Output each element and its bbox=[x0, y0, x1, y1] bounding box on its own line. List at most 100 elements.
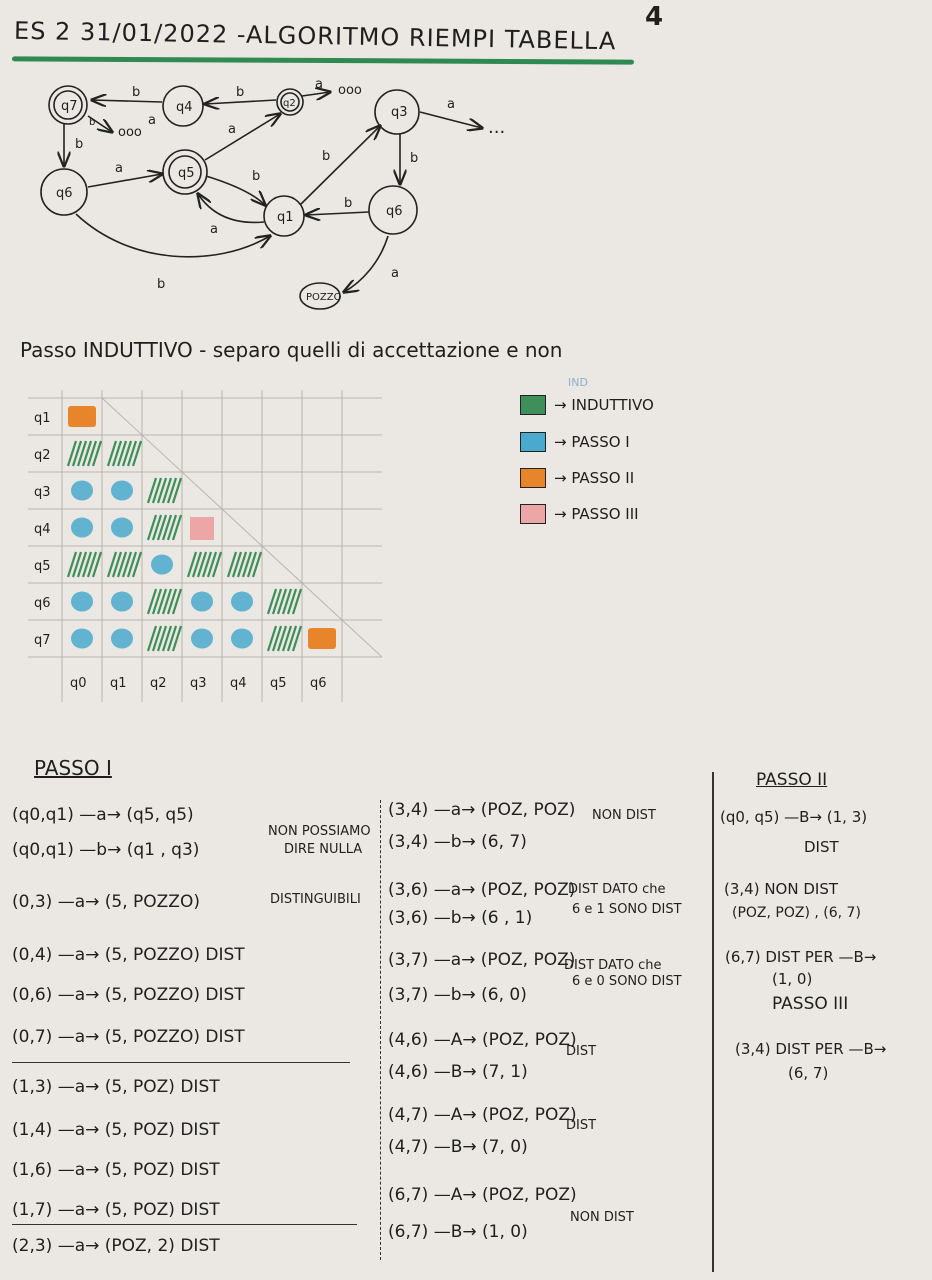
step-line: (3,6) —b→ (6 , 1) bbox=[388, 908, 533, 928]
cell-ind-hatch bbox=[161, 514, 173, 541]
step-line: (2,3) —a→ (POZ, 2) DIST bbox=[12, 1236, 220, 1256]
cell-ind-hatch bbox=[236, 551, 248, 578]
svg-text:b: b bbox=[89, 117, 95, 128]
cell-ind-hatch bbox=[131, 440, 143, 467]
passo3-title: PASSO III bbox=[772, 994, 849, 1014]
cell-ind-hatch bbox=[241, 551, 253, 578]
cell-ind-hatch bbox=[171, 588, 183, 615]
note: DIRE NULLA bbox=[284, 842, 363, 857]
svg-text:ooo: ooo bbox=[338, 83, 362, 98]
step-line: (6,7) DIST PER —B→ bbox=[725, 948, 877, 966]
legend-item-passo2: → PASSO II bbox=[520, 468, 634, 488]
note: 6 e 1 SONO DIST bbox=[572, 902, 682, 917]
state-q4 bbox=[162, 85, 204, 127]
cell-ind-hatch bbox=[116, 440, 128, 467]
cell-ind-hatch bbox=[286, 588, 298, 615]
cell-ind-hatch bbox=[121, 440, 133, 467]
step-line: (1, 0) bbox=[772, 970, 813, 988]
svg-text:q4: q4 bbox=[176, 100, 193, 115]
step-line: (1,4) —a→ (5, POZ) DIST bbox=[12, 1120, 220, 1140]
cell-ind-hatch bbox=[121, 551, 133, 578]
cell-ind-hatch bbox=[151, 588, 163, 615]
legend-label-passo3: → PASSO III bbox=[554, 505, 639, 523]
step-line: (3,6) —a→ (POZ, POZ) bbox=[388, 880, 576, 900]
note: DIST bbox=[566, 1044, 597, 1059]
cell-passo1 bbox=[111, 628, 133, 649]
legend-swatch-passo1 bbox=[520, 432, 546, 452]
col-label: q1 bbox=[110, 676, 127, 691]
cell-ind-hatch bbox=[71, 551, 83, 578]
cell-passo1 bbox=[111, 591, 133, 612]
state-pozzo bbox=[299, 282, 341, 310]
row-label: q2 bbox=[34, 448, 51, 463]
svg-text:ooo: ooo bbox=[118, 125, 142, 140]
cell-ind-hatch bbox=[156, 477, 168, 504]
cell-ind-hatch bbox=[251, 551, 263, 578]
step-line: (6, 7) bbox=[788, 1064, 829, 1082]
svg-text:b: b bbox=[410, 151, 418, 166]
cell-ind-hatch bbox=[276, 625, 288, 652]
cell-ind-hatch bbox=[91, 440, 103, 467]
cell-ind-hatch bbox=[291, 588, 303, 615]
cell-passo2 bbox=[68, 406, 96, 427]
cell-passo1 bbox=[71, 517, 93, 538]
row-label: q7 bbox=[34, 633, 51, 648]
cell-passo1 bbox=[151, 554, 173, 575]
cell-ind-hatch bbox=[201, 551, 213, 578]
step-line: (q0,q1) —b→ (q1 , q3) bbox=[12, 840, 200, 860]
cell-ind-hatch bbox=[171, 477, 183, 504]
cell-ind-hatch bbox=[166, 477, 178, 504]
cell-ind-hatch bbox=[246, 551, 258, 578]
cell-ind-hatch bbox=[156, 588, 168, 615]
page-title: ES 2 31/01/2022 -ALGORITMO RIEMPI TABELL… bbox=[13, 16, 617, 56]
cell-ind-hatch bbox=[166, 514, 178, 541]
svg-text:b: b bbox=[236, 85, 244, 100]
cell-ind-hatch bbox=[161, 477, 173, 504]
legend-label-passo2: → PASSO II bbox=[554, 469, 635, 487]
step-line: (3,7) —b→ (6, 0) bbox=[388, 985, 527, 1005]
cell-ind-hatch bbox=[106, 440, 118, 467]
legend-header: IND bbox=[568, 376, 588, 389]
svg-text:...: ... bbox=[488, 117, 505, 138]
state-q6b bbox=[368, 185, 418, 235]
step-line: (q0, q5) —B→ (1, 3) bbox=[720, 808, 868, 826]
svg-text:POZZO: POZZO bbox=[306, 292, 342, 303]
cell-passo1 bbox=[191, 591, 213, 612]
step-line: (1,3) —a→ (5, POZ) DIST bbox=[12, 1077, 220, 1097]
cell-ind-hatch bbox=[271, 588, 283, 615]
legend-swatch-passo2 bbox=[520, 468, 546, 488]
cell-ind-hatch bbox=[161, 588, 173, 615]
note: NON DIST bbox=[570, 1210, 634, 1225]
cell-ind-hatch bbox=[66, 551, 78, 578]
cell-ind-hatch bbox=[211, 551, 223, 578]
cell-ind-hatch bbox=[131, 551, 143, 578]
state-q7 bbox=[48, 85, 88, 125]
section-divider bbox=[12, 1224, 357, 1225]
cell-ind-hatch bbox=[86, 551, 98, 578]
svg-text:a: a bbox=[228, 122, 236, 137]
cell-ind-hatch bbox=[156, 514, 168, 541]
svg-text:q5: q5 bbox=[178, 166, 195, 181]
step-line: (3,4) DIST PER —B→ bbox=[735, 1040, 887, 1058]
note: 6 e 0 SONO DIST bbox=[572, 974, 682, 989]
cell-ind-hatch bbox=[126, 551, 138, 578]
note: NON DIST bbox=[592, 808, 656, 823]
svg-text:q7: q7 bbox=[61, 99, 78, 114]
svg-text:b: b bbox=[322, 149, 330, 164]
cell-ind-hatch bbox=[66, 440, 78, 467]
step-line: (3,4) —a→ (POZ, POZ) bbox=[388, 800, 576, 820]
step-line: (4,7) —B→ (7, 0) bbox=[388, 1137, 528, 1157]
cell-passo1 bbox=[111, 517, 133, 538]
row-label: q4 bbox=[34, 522, 51, 537]
induction-note: Passo INDUTTIVO - separo quelli di accet… bbox=[20, 338, 563, 362]
step-line: (6,7) —A→ (POZ, POZ) bbox=[388, 1185, 577, 1205]
cell-ind-hatch bbox=[286, 625, 298, 652]
step-line: (0,4) —a→ (5, POZZO) DIST bbox=[12, 945, 245, 965]
legend-label-passo1: → PASSO I bbox=[554, 433, 630, 451]
row-label: q6 bbox=[34, 596, 51, 611]
cell-ind-hatch bbox=[161, 625, 173, 652]
svg-text:a: a bbox=[447, 97, 455, 112]
column-divider bbox=[380, 800, 382, 1260]
cell-ind-hatch bbox=[166, 588, 178, 615]
